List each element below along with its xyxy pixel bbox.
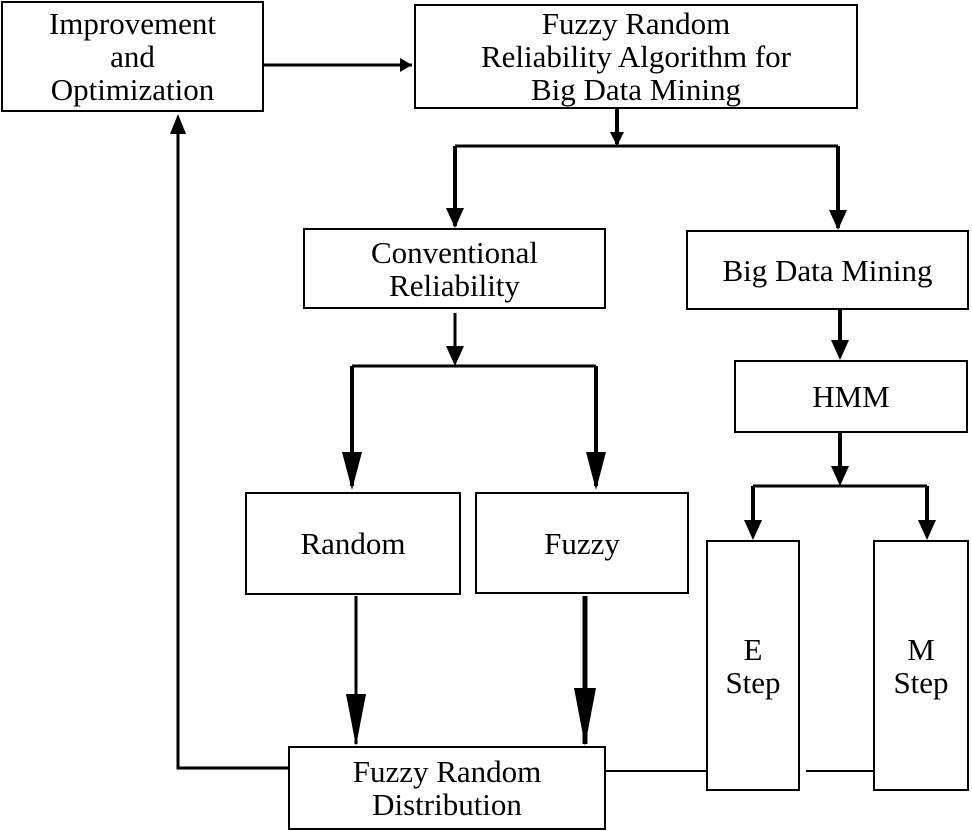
node-e-step-label: E Step [725, 631, 781, 700]
arrowhead-conventional-down [446, 346, 464, 366]
node-m-step-label: M Step [893, 631, 949, 700]
arrow-feedback-to-improvement [176, 124, 288, 770]
node-fuzzy-label: Fuzzy [544, 525, 620, 561]
node-algorithm: Fuzzy Random Reliability Algorithm for B… [414, 4, 858, 109]
node-algorithm-label: Fuzzy Random Reliability Algorithm for B… [481, 6, 791, 107]
arrowhead-big-data-to-hmm [831, 340, 849, 360]
node-random: Random [245, 492, 461, 595]
node-big-data-mining-label: Big Data Mining [722, 252, 933, 288]
node-big-data-mining: Big Data Mining [686, 230, 969, 310]
arrowhead-to-e-step [744, 520, 762, 540]
arrowhead-feedback-to-improvement [170, 114, 186, 134]
arrowhead-to-conventional [446, 208, 464, 228]
arrowhead-hmm-down [831, 466, 849, 486]
node-hmm: HMM [734, 360, 968, 433]
node-conventional-reliability: Conventional Reliability [303, 228, 606, 309]
arrowhead-to-random [342, 452, 362, 490]
node-random-label: Random [300, 526, 406, 561]
arrowhead-to-fuzzy [586, 452, 606, 490]
arrowhead-random-to-distribution [346, 694, 366, 746]
node-hmm-label: HMM [812, 379, 890, 414]
node-improvement-label: Improvement and Optimization [48, 6, 216, 107]
node-improvement: Improvement and Optimization [1, 1, 264, 112]
node-conventional-reliability-label: Conventional Reliability [370, 234, 539, 303]
node-e-step: E Step [706, 540, 800, 791]
node-fuzzy-random-distribution-label: Fuzzy Random Distribution [352, 754, 542, 822]
arrowhead-improvement-to-algorithm [400, 58, 412, 72]
arrowhead-to-big-data-mining [829, 210, 847, 230]
arrowhead-to-m-step [918, 520, 936, 540]
node-fuzzy-random-distribution: Fuzzy Random Distribution [288, 746, 606, 830]
node-m-step: M Step [873, 540, 969, 791]
arrowhead-algorithm-down [610, 132, 624, 146]
arrowhead-fuzzy-to-distribution [574, 688, 596, 746]
node-fuzzy: Fuzzy [475, 492, 689, 594]
